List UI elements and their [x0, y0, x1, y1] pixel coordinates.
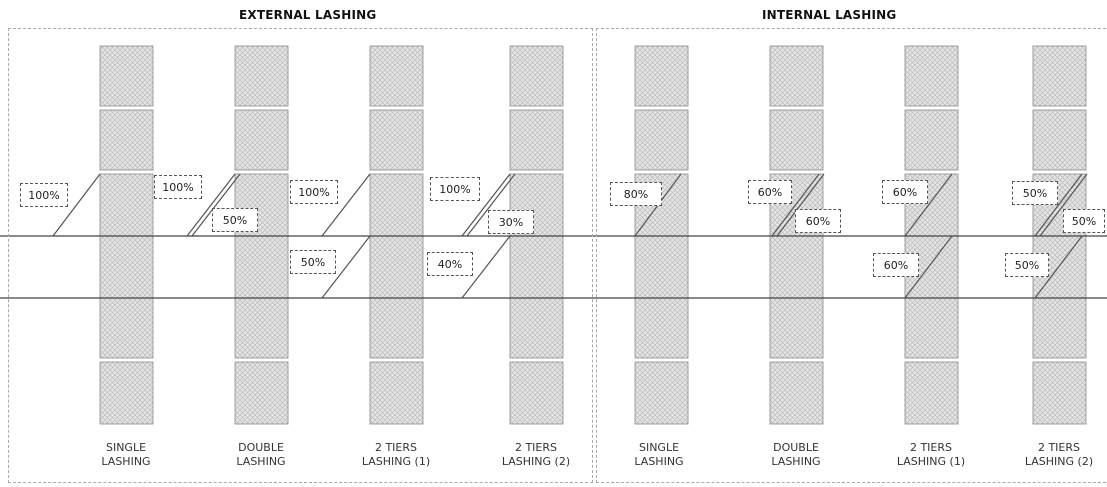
container-box — [634, 45, 689, 107]
lashing-rod — [321, 235, 371, 299]
column-label-int-2tiers-1: 2 TIERS LASHING (1) — [896, 441, 966, 468]
pct-int-single: 80% — [610, 182, 662, 206]
column-label-int-single: SINGLE LASHING — [634, 441, 684, 468]
container-box — [904, 361, 959, 425]
container-box — [99, 361, 154, 425]
container-box — [369, 297, 424, 359]
lashing-rod — [52, 173, 101, 237]
lashing-rod — [461, 235, 511, 299]
container-box — [634, 109, 689, 171]
container-box — [769, 45, 824, 107]
container-box — [99, 235, 154, 299]
container-box — [634, 235, 689, 299]
pct-ext-double-bottom: 50% — [212, 208, 258, 232]
pct-int-2t2-top: 50% — [1012, 181, 1058, 205]
container-box — [234, 235, 289, 299]
container-box — [234, 45, 289, 107]
container-box — [99, 297, 154, 359]
lashing-rod — [904, 173, 953, 237]
container-box — [234, 361, 289, 425]
container-box — [369, 109, 424, 171]
container-box — [634, 361, 689, 425]
container-box — [634, 297, 689, 359]
container-box — [509, 45, 564, 107]
container-box — [234, 109, 289, 171]
column-label-ext-2tiers-2: 2 TIERS LASHING (2) — [501, 441, 571, 468]
lashing-rod — [904, 235, 953, 299]
container-box — [99, 173, 154, 237]
pct-int-double-right: 60% — [795, 209, 841, 233]
lashing-rod — [776, 173, 825, 237]
pct-int-2t2-right: 50% — [1063, 209, 1105, 233]
pct-ext-single: 100% — [20, 183, 68, 207]
pct-ext-double-top: 100% — [154, 175, 202, 199]
internal-section-frame — [596, 28, 1107, 483]
pct-int-double-left: 60% — [748, 180, 792, 204]
container-stacks — [99, 45, 1087, 425]
container-box — [904, 109, 959, 171]
container-box — [769, 297, 824, 359]
container-box — [369, 45, 424, 107]
column-label-ext-single: SINGLE LASHING — [101, 441, 151, 468]
container-box — [234, 297, 289, 359]
lashing-rod — [461, 173, 511, 237]
container-box — [369, 235, 424, 299]
container-box — [1032, 297, 1087, 359]
pct-int-2t1-top: 60% — [882, 180, 928, 204]
lashing-rod — [1034, 235, 1083, 299]
pct-ext-2t2-bottom: 40% — [427, 252, 473, 276]
internal-lashing-title: INTERNAL LASHING — [762, 8, 897, 22]
column-label-ext-double: DOUBLE LASHING — [236, 441, 286, 468]
column-label-int-double: DOUBLE LASHING — [771, 441, 821, 468]
container-box — [769, 109, 824, 171]
lashing-rod — [1034, 173, 1083, 237]
container-box — [1032, 109, 1087, 171]
container-box — [99, 45, 154, 107]
column-label-ext-2tiers-1: 2 TIERS LASHING (1) — [361, 441, 431, 468]
pct-ext-2t2-top: 100% — [430, 177, 480, 201]
container-box — [509, 361, 564, 425]
container-box — [369, 361, 424, 425]
lashing-rod — [466, 173, 516, 237]
container-box — [99, 109, 154, 171]
external-lashing-title: EXTERNAL LASHING — [239, 8, 377, 22]
container-box — [1032, 45, 1087, 107]
external-section-frame — [8, 28, 593, 483]
container-box — [509, 109, 564, 171]
lashing-rod — [321, 173, 371, 237]
pct-int-2t1-bottom: 60% — [873, 253, 919, 277]
lashing-rod — [186, 173, 236, 237]
lashing-rods — [52, 173, 1088, 299]
pct-ext-2t1-bottom: 50% — [290, 250, 336, 274]
container-box — [904, 297, 959, 359]
container-box — [904, 45, 959, 107]
container-box — [1032, 361, 1087, 425]
lashing-rod — [1039, 173, 1088, 237]
pct-int-2t2-bottom: 50% — [1005, 253, 1049, 277]
column-label-int-2tiers-2: 2 TIERS LASHING (2) — [1024, 441, 1094, 468]
lashing-rod — [771, 173, 820, 237]
pct-ext-2t1-top: 100% — [290, 180, 338, 204]
container-box — [769, 361, 824, 425]
pct-ext-2t2-mid: 30% — [488, 210, 534, 234]
lashing-rod — [191, 173, 241, 237]
container-box — [509, 297, 564, 359]
container-box — [369, 173, 424, 237]
